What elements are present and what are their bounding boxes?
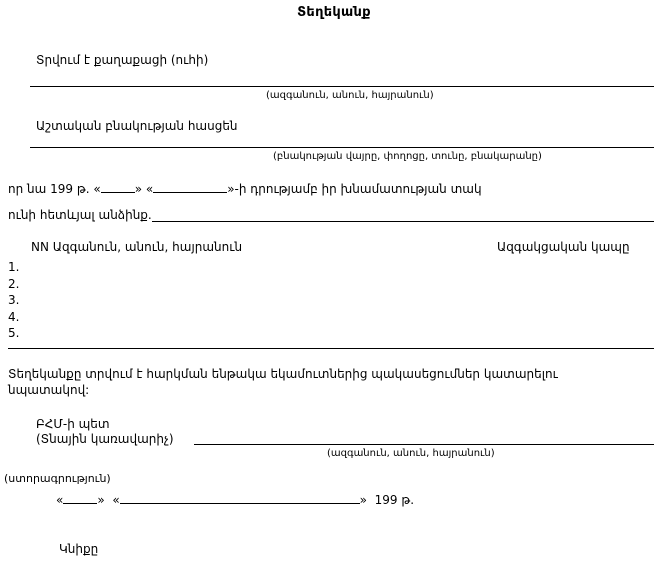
table-bottom-rule bbox=[8, 348, 654, 349]
page-title: Տեղեկանք bbox=[297, 5, 371, 20]
stamp-note: (ստորագրություն) bbox=[4, 472, 111, 485]
signer-title-line2: (Տնային կառավարիչ) bbox=[36, 432, 174, 446]
table-row[interactable]: 4. bbox=[8, 309, 20, 324]
purpose-paragraph: Տեղեկանքը տրվում է հարկման ենթակա եկամու… bbox=[8, 366, 658, 398]
final-date-month-blank[interactable] bbox=[119, 492, 360, 504]
final-date-day-blank[interactable] bbox=[63, 492, 98, 504]
table-row[interactable]: 2. bbox=[8, 276, 20, 291]
fullname-caption: (ազգանուն, անուն, հայրանուն) bbox=[266, 90, 434, 101]
final-date-line: « » « » 199 թ. bbox=[56, 492, 414, 507]
signer-fill-rule[interactable] bbox=[194, 444, 654, 445]
table-row[interactable]: 1. bbox=[8, 260, 20, 274]
has-persons-line: ունի հետևյալ անձինք. bbox=[8, 208, 152, 222]
table-row[interactable]: 3. bbox=[8, 293, 20, 307]
date-clause-suffix: »-ի դրությամբ իր խնամատության տակ bbox=[227, 182, 482, 196]
date-clause-mid: » « bbox=[134, 182, 154, 196]
date-clause: որ նա 199 թ. « » « »-ի դրությամբ իր խնամատ… bbox=[8, 181, 482, 196]
fullname-fill-rule[interactable] bbox=[30, 86, 654, 87]
date-close-quote-2: » bbox=[359, 493, 368, 507]
has-persons-fill-rule[interactable] bbox=[152, 221, 654, 222]
issued-to-label: Տրվում է քաղաքացի (ուհի) bbox=[36, 53, 209, 67]
table-header-name: NN Ազգանուն, անուն, հայրանուն bbox=[31, 240, 243, 254]
final-date-year: 199 թ. bbox=[374, 493, 415, 507]
has-persons-label: ունի հետևյալ անձինք. bbox=[8, 208, 152, 222]
table-header-relation: Ազգակցական կապը bbox=[497, 240, 630, 254]
date-close-quote-1: » bbox=[97, 493, 105, 507]
address-caption: (բնակության վայրը, փողոցը, տունը, բնակար… bbox=[273, 151, 542, 162]
seal-label: Կնիքը bbox=[59, 542, 99, 556]
address-label: Աշտական բնակության հասցեն bbox=[36, 119, 238, 133]
persons-table: 1. 2. 3. 4. 5. bbox=[8, 259, 19, 342]
date-open-quote-2: « bbox=[112, 493, 120, 507]
purpose-paragraph-line2: նպատակով: bbox=[8, 383, 90, 397]
purpose-paragraph-line1: Տեղեկանքը տրվում է հարկման ենթակա եկամու… bbox=[8, 367, 558, 381]
date-clause-prefix: որ նա 199 թ. « bbox=[8, 182, 101, 196]
date-month-blank[interactable] bbox=[153, 181, 228, 193]
date-day-blank[interactable] bbox=[100, 181, 135, 193]
table-row[interactable]: 5. bbox=[8, 326, 20, 340]
date-open-quote-1: « bbox=[56, 493, 64, 507]
address-fill-rule[interactable] bbox=[30, 147, 654, 148]
signer-title-line1: ԲՀՄ-ի պետ bbox=[36, 417, 110, 431]
signer-fullname-caption: (ազգանուն, անուն, հայրանուն) bbox=[327, 448, 495, 459]
